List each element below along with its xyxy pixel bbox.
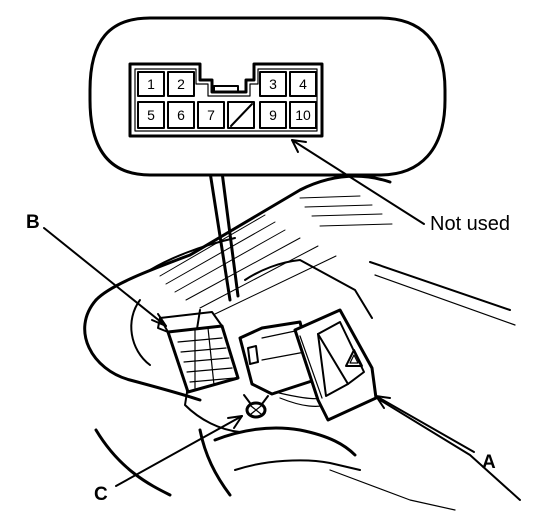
callout-c: C — [94, 415, 243, 505]
pin-label-6: 6 — [177, 107, 185, 123]
callout-letter-c: C — [94, 484, 108, 505]
pin-label-7: 7 — [207, 107, 215, 123]
connector-terminal-view: 1 2 3 4 5 6 7 9 10 — [88, 16, 447, 302]
mounting-screw-c — [243, 394, 269, 419]
bubble-pointer-left — [208, 170, 232, 302]
not-used-arrowhead — [291, 139, 307, 153]
pin-label-2: 2 — [177, 76, 185, 92]
callout-letter-b: B — [26, 212, 40, 233]
not-used-label: Not used — [430, 213, 510, 235]
pin-cell-8 — [227, 101, 255, 129]
connector-housing-b — [157, 311, 240, 394]
pin-label-9: 9 — [269, 107, 277, 123]
bubble-pointer-right — [220, 170, 240, 298]
c-arrowhead — [227, 415, 243, 429]
pin-label-10: 10 — [295, 107, 311, 123]
callout-letter-a: A — [482, 452, 496, 473]
pin-label-1: 1 — [147, 76, 155, 92]
pin-cell-9 — [259, 101, 287, 129]
a-leader-line — [375, 395, 475, 453]
a-arrowhead — [375, 395, 391, 409]
pin-cell-3 — [259, 71, 287, 97]
dashboard-panel — [83, 174, 521, 511]
pin-label-3: 3 — [269, 76, 277, 92]
pin-cell-6 — [167, 101, 195, 129]
c-leader-line — [115, 415, 243, 487]
pin-cell-1 — [137, 71, 165, 97]
pin-cell-5 — [137, 101, 165, 129]
hazard-switch-a — [238, 308, 378, 422]
b-leader-line — [43, 227, 167, 327]
pin-label-5: 5 — [147, 107, 155, 123]
hazard-triangle-icon — [345, 349, 363, 367]
pin-cell-7 — [197, 101, 225, 129]
pin-cell-4 — [289, 71, 317, 97]
callout-not-used: Not used — [291, 139, 510, 235]
not-used-leader-line — [291, 139, 425, 225]
connector-face — [128, 62, 324, 138]
pin-cell-10 — [289, 101, 317, 129]
b-arrowhead — [151, 313, 167, 327]
callout-a: A — [375, 395, 496, 473]
unused-cavity-slash — [230, 103, 253, 127]
callout-b: B — [26, 212, 167, 327]
pin-cell-2 — [167, 71, 195, 97]
pin-label-4: 4 — [299, 76, 307, 92]
